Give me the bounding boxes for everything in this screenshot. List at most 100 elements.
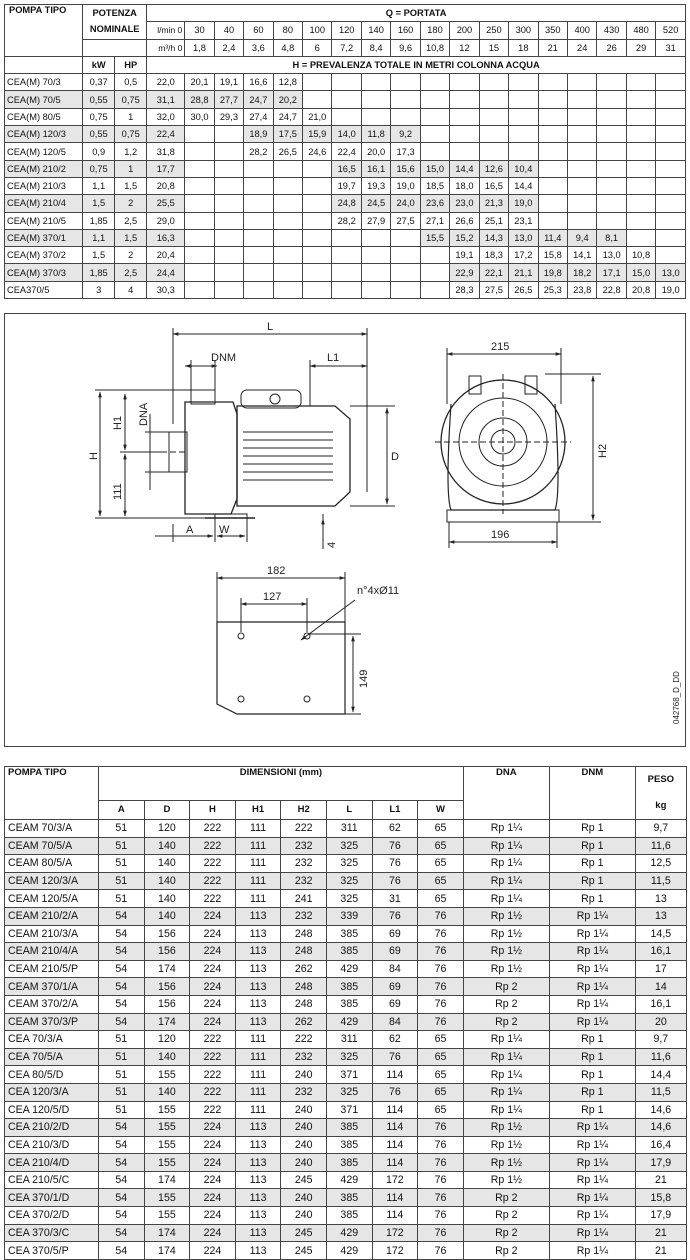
pump-model-cell: CEA 370/5/P: [4, 1241, 99, 1260]
head-value-cell: 9,2: [390, 125, 421, 144]
dimension-cell: 241: [280, 889, 327, 908]
head-value-cell: [478, 73, 510, 92]
dna-cell: Rp 1½: [462, 924, 550, 944]
dimension-cell: 248: [280, 994, 327, 1014]
dimension-cell: 113: [234, 1188, 282, 1208]
head-value-cell: 15,0: [419, 159, 451, 178]
dimension-cell: 232: [280, 1047, 327, 1067]
pump-model-cell: CEA 120/3/A: [4, 1082, 99, 1102]
head-value-cell: 22,1: [478, 263, 510, 282]
kw-cell: 1,85: [82, 211, 116, 230]
dnm-cell: Rp 1: [548, 1082, 636, 1102]
peso-cell: 14,4: [634, 1065, 687, 1084]
dimension-cell: 51: [98, 889, 145, 908]
head-value-cell: 23,8: [566, 280, 598, 300]
head-value-cell: 15,9: [302, 125, 333, 144]
dna-cell: Rp 2: [462, 994, 550, 1014]
head-value-cell: [390, 107, 421, 127]
kw-cell: 0,55: [82, 90, 116, 109]
head-value-cell: 28,8: [184, 90, 215, 109]
kw-header: kW: [82, 55, 116, 75]
label-215: 215: [491, 341, 509, 353]
lmin-cell: 160: [390, 21, 421, 40]
hp-cell: 1: [114, 159, 148, 178]
dimension-cell: 51: [98, 1047, 145, 1067]
head-value-cell: 18,0: [449, 176, 480, 196]
peso-cell: 11,5: [634, 871, 687, 891]
hp-cell: 0,75: [114, 90, 148, 109]
dimension-cell: 224: [189, 994, 236, 1014]
dimension-cell: 113: [234, 1206, 282, 1225]
dnm-cell: Rp 1: [548, 1065, 636, 1084]
head-value-cell: [302, 263, 333, 282]
dimension-cell: 76: [371, 906, 419, 926]
pump-model-cell: CEAM 210/3/A: [4, 924, 99, 944]
side-view: [95, 328, 395, 549]
pump-model-cell: CEAM 210/5/P: [4, 959, 99, 979]
dimension-cell: 385: [325, 1153, 373, 1172]
dna-cell: Rp 1¼: [462, 1030, 550, 1049]
dimension-cell: 76: [417, 977, 464, 996]
dimension-cell: 385: [325, 942, 373, 961]
head-value-cell: [537, 211, 568, 230]
dnm-cell: Rp 1: [548, 1047, 636, 1067]
head-value-cell: 28,3: [449, 280, 480, 300]
head-value-cell: [302, 246, 333, 265]
head-value-cell: 24,6: [302, 142, 333, 161]
head-value-cell: [272, 211, 304, 230]
head-value-cell: 27,5: [390, 211, 421, 230]
hp-cell: 1,5: [114, 176, 148, 196]
head-value-cell: [537, 125, 568, 144]
head-value-cell: 26,5: [272, 142, 304, 161]
head-value-cell: 27,1: [419, 211, 451, 230]
head-value-cell: [655, 142, 686, 161]
head-value-cell: 21,0: [302, 107, 333, 127]
dimension-cell: 54: [98, 1241, 145, 1260]
dnm-header: DNM: [548, 766, 636, 820]
head-value-cell: [625, 142, 657, 161]
dna-cell: Rp 1½: [462, 906, 550, 926]
peso-cell: 14,6: [634, 1100, 687, 1120]
pump-model-cell: CEA(M) 70/5: [3, 90, 84, 109]
dimension-cell: 113: [234, 977, 282, 996]
dimension-cell: 54: [98, 1170, 145, 1190]
dimension-cell: 140: [143, 906, 191, 926]
drawing-reference: 042768_D_DD: [672, 671, 681, 724]
kw-cell: 1,85: [82, 263, 116, 282]
dimension-cell: 224: [189, 1135, 236, 1155]
pump-model-cell: CEA(M) 370/1: [3, 228, 84, 248]
head-value-cell: [184, 211, 215, 230]
dnm-cell: Rp 1¼: [548, 1223, 636, 1243]
head-value-cell: [625, 159, 657, 178]
dimension-cell: 222: [189, 1030, 236, 1049]
dimension-cell: 222: [189, 819, 236, 838]
head-value-cell: [213, 280, 245, 300]
dimension-cell: 51: [98, 1082, 145, 1102]
peso-label: PESO: [647, 774, 675, 785]
head-value-cell: [184, 280, 215, 300]
m3h-cell: 26: [596, 38, 627, 57]
head-value-cell: [331, 246, 362, 265]
dimension-cell: 155: [143, 1100, 191, 1120]
kw-cell: 0,75: [82, 107, 116, 127]
dimension-cell: 51: [98, 854, 145, 873]
dimension-cell: 155: [143, 1188, 191, 1208]
dim-column-header: H2: [280, 799, 327, 821]
head-value-cell: [596, 176, 627, 196]
dimension-cell: 65: [417, 854, 464, 873]
prevalenza-header: H = PREVALENZA TOTALE IN METRI COLONNA A…: [146, 55, 686, 75]
head-value-cell: 32,0: [146, 107, 186, 127]
dimension-cell: 140: [143, 1047, 191, 1067]
head-value-cell: [625, 228, 657, 248]
dimension-cell: 111: [234, 1100, 282, 1120]
dimension-cell: 76: [417, 1135, 464, 1155]
head-value-cell: 14,3: [478, 228, 510, 248]
portata-header: Q = PORTATA: [146, 3, 686, 23]
dimension-cell: 155: [143, 1065, 191, 1084]
pump-model-cell: CEA 210/4/D: [4, 1153, 99, 1172]
dimension-cell: 76: [417, 906, 464, 926]
